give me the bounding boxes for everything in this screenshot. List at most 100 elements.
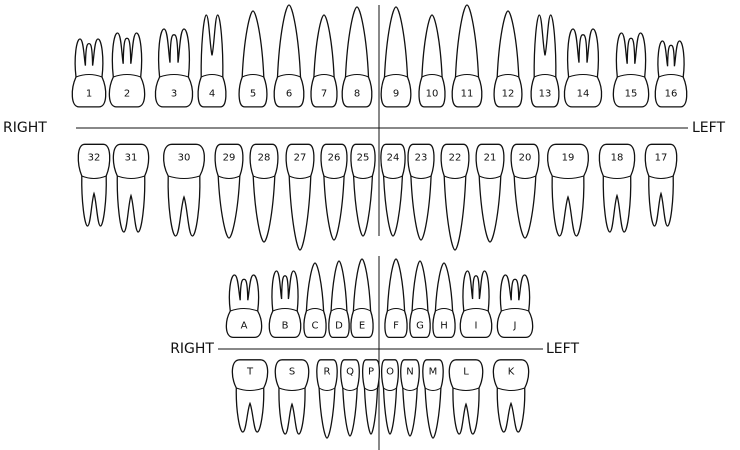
primary-lower-tooth-O-label: O (386, 367, 394, 378)
upper-tooth-6: 6 (274, 5, 304, 107)
lower-tooth-25: 25 (351, 144, 375, 236)
primary-lower-tooth-S-label: S (289, 367, 295, 378)
lower-tooth-24-label: 24 (387, 153, 400, 164)
lower-tooth-20: 20 (511, 144, 539, 238)
primary-upper-tooth-H-label: H (440, 321, 448, 332)
primary-lower-tooth-M: M (423, 360, 443, 438)
primary-lower-tooth-N: N (401, 360, 420, 436)
upper-tooth-12: 12 (494, 11, 522, 107)
upper-tooth-3-label: 3 (171, 89, 177, 100)
upper-tooth-11: 11 (452, 5, 482, 107)
primary-lower-tooth-Q-label: Q (346, 367, 354, 378)
upper-tooth-16-label: 16 (665, 89, 678, 100)
upper-tooth-15-label: 15 (625, 89, 638, 100)
primary-upper-tooth-D-label: D (335, 321, 343, 332)
lower-tooth-18: 18 (599, 144, 634, 232)
primary-lower-tooth-N-label: N (406, 367, 413, 378)
primary-lower-tooth-L: L (449, 360, 482, 434)
lower-tooth-17-label: 17 (655, 153, 668, 164)
upper-tooth-4-label: 4 (209, 89, 215, 100)
lower-tooth-25-label: 25 (357, 153, 370, 164)
upper-tooth-8: 8 (342, 7, 372, 107)
upper-tooth-5: 5 (239, 11, 267, 107)
primary-lower-tooth-P-label: P (368, 367, 374, 378)
upper-tooth-9-label: 9 (393, 89, 399, 100)
primary-upper-tooth-H: H (433, 263, 455, 337)
lower-tooth-17: 17 (645, 144, 676, 226)
primary-upper-tooth-C-label: C (312, 321, 319, 332)
upper-tooth-4: 4 (198, 15, 226, 107)
primary-upper-tooth-B: B (269, 271, 300, 337)
primary-upper-tooth-F: F (385, 259, 407, 337)
lower-tooth-30-label: 30 (178, 153, 191, 164)
lower-tooth-29-label: 29 (223, 153, 236, 164)
primary-lower-tooth-Q: Q (341, 360, 360, 436)
primary-lower-tooth-O: O (382, 360, 399, 434)
primary-upper-tooth-F-label: F (393, 321, 399, 332)
lower-tooth-31-label: 31 (125, 153, 138, 164)
permanent-left-label: LEFT (692, 120, 725, 136)
primary-upper-tooth-I: I (460, 271, 491, 337)
lower-tooth-24: 24 (381, 144, 405, 236)
primary-upper-tooth-B-label: B (282, 321, 289, 332)
upper-tooth-2: 2 (109, 33, 144, 107)
lower-tooth-19-label: 19 (562, 153, 575, 164)
lower-tooth-20-label: 20 (519, 153, 532, 164)
lower-tooth-18-label: 18 (611, 153, 624, 164)
lower-tooth-21-label: 21 (484, 153, 497, 164)
primary-upper-tooth-E: E (351, 259, 373, 337)
lower-tooth-32-label: 32 (88, 153, 101, 164)
lower-tooth-27: 27 (286, 144, 314, 250)
lower-tooth-30: 30 (164, 144, 205, 236)
lower-tooth-31: 31 (113, 144, 148, 232)
lower-tooth-22: 22 (441, 144, 469, 250)
upper-tooth-6-label: 6 (286, 89, 292, 100)
upper-tooth-2-label: 2 (124, 89, 130, 100)
upper-tooth-9: 9 (381, 7, 411, 107)
permanent-right-label: RIGHT (3, 120, 47, 136)
lower-tooth-29: 29 (215, 144, 243, 238)
upper-tooth-7: 7 (311, 15, 337, 107)
upper-tooth-13-label: 13 (539, 89, 552, 100)
upper-tooth-7-label: 7 (321, 89, 327, 100)
upper-tooth-5-label: 5 (250, 89, 256, 100)
primary-upper-tooth-D: D (329, 261, 349, 337)
lower-tooth-23: 23 (408, 144, 434, 240)
primary-lower-tooth-S: S (275, 360, 308, 434)
primary-upper-tooth-G: G (410, 261, 430, 337)
primary-lower-tooth-M-label: M (429, 367, 438, 378)
primary-upper-tooth-J: J (497, 275, 532, 337)
upper-tooth-8-label: 8 (354, 89, 360, 100)
lower-tooth-28: 28 (250, 144, 278, 242)
upper-tooth-15: 15 (613, 33, 648, 107)
lower-tooth-28-label: 28 (258, 153, 271, 164)
upper-tooth-1-label: 1 (86, 89, 92, 100)
primary-upper-tooth-J-label: J (513, 321, 517, 332)
upper-tooth-13: 13 (531, 15, 559, 107)
lower-tooth-19: 19 (548, 144, 589, 236)
primary-lower-tooth-T-label: T (246, 367, 254, 378)
lower-tooth-22-label: 22 (449, 153, 462, 164)
lower-tooth-26-label: 26 (328, 153, 341, 164)
primary-upper-tooth-A: A (226, 275, 261, 337)
lower-tooth-26: 26 (321, 144, 347, 240)
primary-upper-tooth-E-label: E (359, 321, 365, 332)
upper-tooth-11-label: 11 (461, 89, 474, 100)
upper-tooth-14: 14 (564, 29, 601, 107)
primary-lower-tooth-L-label: L (463, 367, 469, 378)
upper-tooth-14-label: 14 (577, 89, 590, 100)
primary-lower-tooth-R: R (317, 360, 337, 438)
primary-lower-tooth-K: K (493, 360, 528, 432)
upper-tooth-1: 1 (72, 39, 105, 107)
primary-upper-tooth-I-label: I (475, 321, 478, 332)
upper-tooth-10: 10 (419, 15, 445, 107)
primary-left-label: LEFT (546, 341, 579, 357)
primary-upper-tooth-C: C (304, 263, 326, 337)
primary-lower-tooth-T: T (232, 360, 267, 432)
primary-upper-tooth-A-label: A (241, 321, 248, 332)
lower-tooth-32: 32 (78, 144, 109, 226)
primary-upper-tooth-G-label: G (416, 321, 424, 332)
lower-tooth-21: 21 (476, 144, 504, 242)
